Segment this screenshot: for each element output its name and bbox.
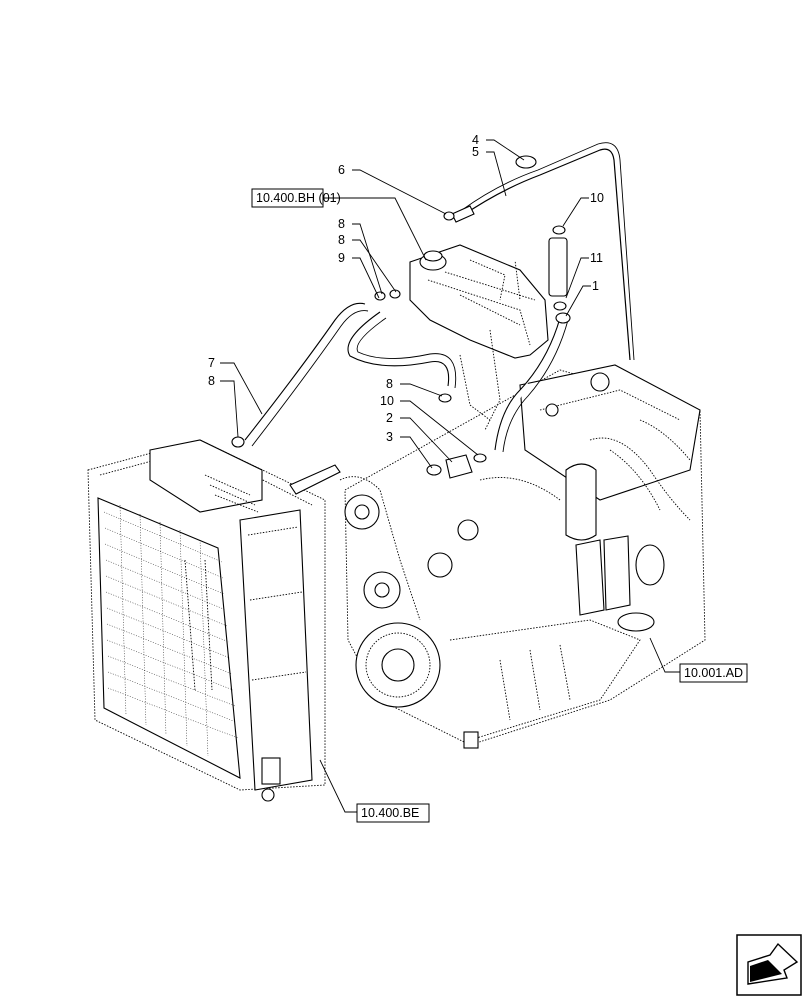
callout-8: 8 — [338, 217, 345, 231]
clamp-1 — [555, 312, 571, 324]
callout-11: 11 — [590, 251, 603, 265]
reference-boxes: 10.400.BH (01) 10.001.AD 10.400.BE — [251, 188, 748, 823]
leader-lines — [220, 139, 680, 813]
callout-1: 1 — [592, 279, 599, 293]
callout-9: 9 — [338, 251, 345, 265]
clamp-3 — [426, 464, 442, 476]
ref-engine[interactable]: 10.001.AD — [679, 663, 748, 683]
callout-5: 5 — [472, 145, 479, 159]
clamp-10-bottom — [473, 453, 487, 463]
expansion-tank — [409, 199, 556, 431]
clamp-8c — [231, 436, 245, 448]
ref-radiator[interactable]: 10.400.BE — [356, 803, 430, 823]
ref-expansion-tank-label: 10.400.BH (01) — [256, 191, 341, 205]
ref-radiator-label: 10.400.BE — [361, 806, 419, 820]
callout-4: 4 — [472, 133, 479, 147]
ref-engine-label: 10.001.AD — [684, 666, 743, 680]
radiator-core-grid — [103, 504, 239, 757]
clamp-11 — [553, 301, 567, 311]
hoses — [244, 142, 635, 479]
arrow-icon[interactable] — [736, 934, 802, 996]
callout-10: 10 — [380, 394, 394, 408]
radiator-assembly — [87, 439, 341, 802]
callout-8: 8 — [208, 374, 215, 388]
callout-6: 6 — [338, 163, 345, 177]
clamp-10-top — [552, 225, 566, 235]
ref-expansion-tank[interactable]: 10.400.BH (01) — [251, 188, 341, 208]
callout-labels: 4 5 6 10 8 8 9 11 1 7 8 8 10 2 3 — [208, 133, 604, 444]
clamp-4 — [515, 155, 537, 169]
callout-7: 7 — [208, 356, 215, 370]
clamps — [231, 155, 571, 476]
callout-3: 3 — [386, 430, 393, 444]
callout-8: 8 — [386, 377, 393, 391]
callout-10: 10 — [590, 191, 604, 205]
clamp-6 — [443, 211, 455, 221]
callout-8: 8 — [338, 233, 345, 247]
engine-block — [339, 364, 706, 749]
flywheel — [355, 622, 441, 708]
callout-2: 2 — [386, 411, 393, 425]
